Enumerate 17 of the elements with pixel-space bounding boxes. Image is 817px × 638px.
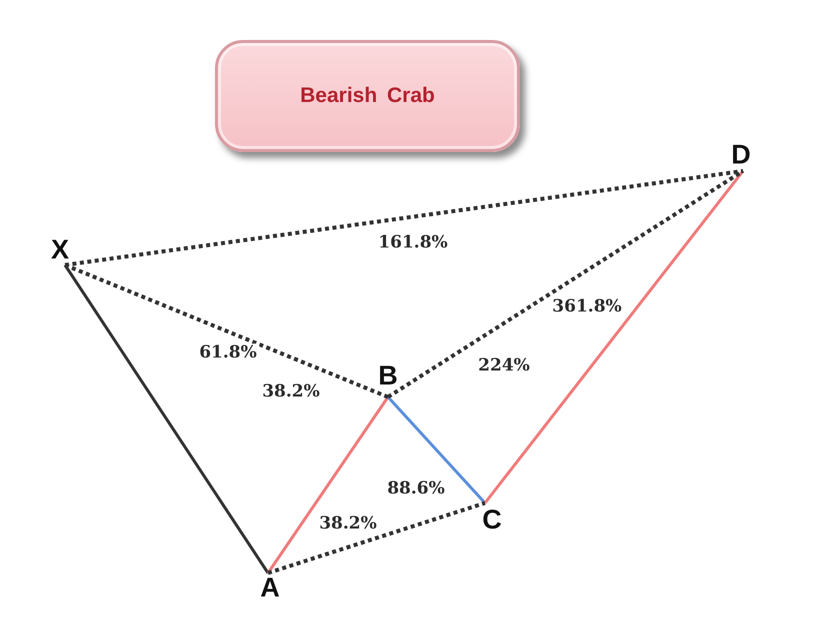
dotted-line <box>267 501 486 575</box>
ratio-label: 88.6% <box>387 480 445 498</box>
title-banner: Bearish Crab <box>215 40 520 152</box>
swing-line <box>266 396 390 574</box>
point-label: D <box>731 142 751 168</box>
point-label: X <box>51 236 69 264</box>
point-label: C <box>482 506 502 534</box>
ratio-label: 224% <box>478 356 530 376</box>
point-label: B <box>378 362 398 390</box>
swing-line <box>484 170 744 504</box>
point-label: A <box>260 574 280 602</box>
dotted-line <box>386 169 744 399</box>
ratio-label: 38.2% <box>262 382 320 402</box>
dotted-line <box>64 263 389 399</box>
swing-line <box>386 396 486 504</box>
dotted-line <box>64 169 744 267</box>
swing-line <box>64 264 270 574</box>
